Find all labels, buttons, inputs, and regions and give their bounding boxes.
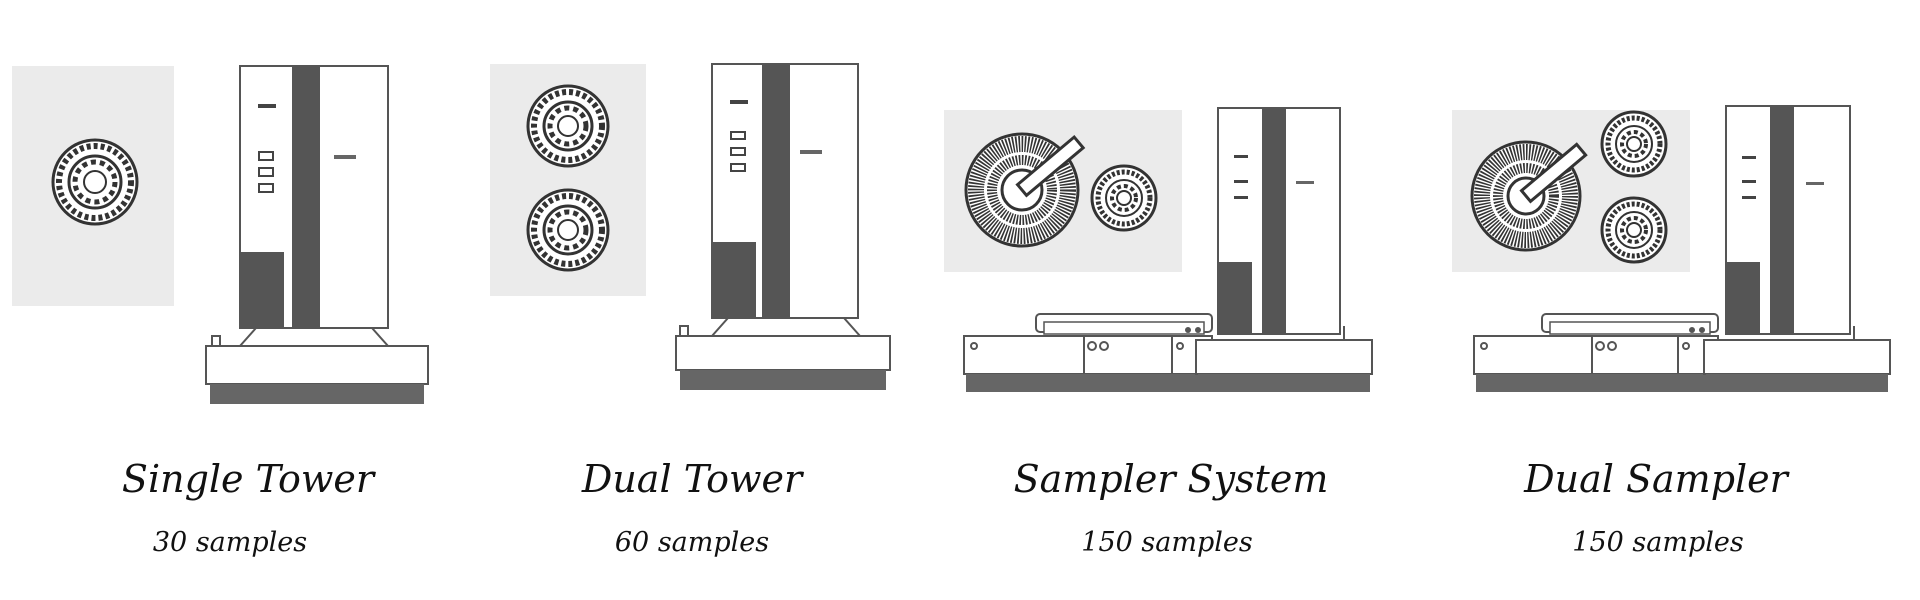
- carousel-icon: [1090, 164, 1158, 232]
- autosampler-tower-icon: [239, 65, 389, 329]
- config-dual-tower: Dual Tower 60 samples: [480, 0, 940, 600]
- autosampler-tower-icon: [1725, 105, 1851, 335]
- dual-tower-illustration: [490, 63, 891, 390]
- carousel-icon: [51, 138, 139, 226]
- sample-count: 150 samples: [1572, 527, 1744, 558]
- autosampler-tower-icon: [1217, 107, 1341, 335]
- dual-sampler-illustration: [1452, 105, 1891, 392]
- config-name: Dual Tower: [581, 457, 803, 501]
- radial-tray-icon: [964, 132, 1086, 248]
- config-name: Single Tower: [121, 457, 375, 501]
- sampler-base-icon: [1473, 313, 1891, 392]
- config-name: Dual Sampler: [1524, 457, 1788, 501]
- sample-count: 150 samples: [1081, 527, 1253, 558]
- sample-count: 60 samples: [614, 527, 770, 558]
- config-single-tower: Single Tower 30 samples: [0, 0, 460, 600]
- carousel-icon: [1600, 110, 1668, 178]
- radial-tray-icon: [1470, 140, 1588, 252]
- sample-count: 30 samples: [152, 527, 308, 558]
- sampler-base-icon: [675, 317, 891, 390]
- carousel-icon: [526, 84, 610, 168]
- config-sampler-system: Sampler System 150 samples: [944, 0, 1414, 600]
- single-tower-illustration: [12, 65, 429, 404]
- config-name: Sampler System: [1013, 457, 1329, 501]
- carousel-icon: [526, 188, 610, 272]
- sampler-system-illustration: [944, 107, 1373, 392]
- sampler-base-icon: [205, 327, 429, 404]
- autosampler-tower-icon: [711, 63, 859, 319]
- carousel-icon: [1600, 196, 1668, 264]
- config-dual-sampler: Dual Sampler 150 samples: [1452, 0, 1920, 600]
- sampler-base-icon: [963, 313, 1373, 392]
